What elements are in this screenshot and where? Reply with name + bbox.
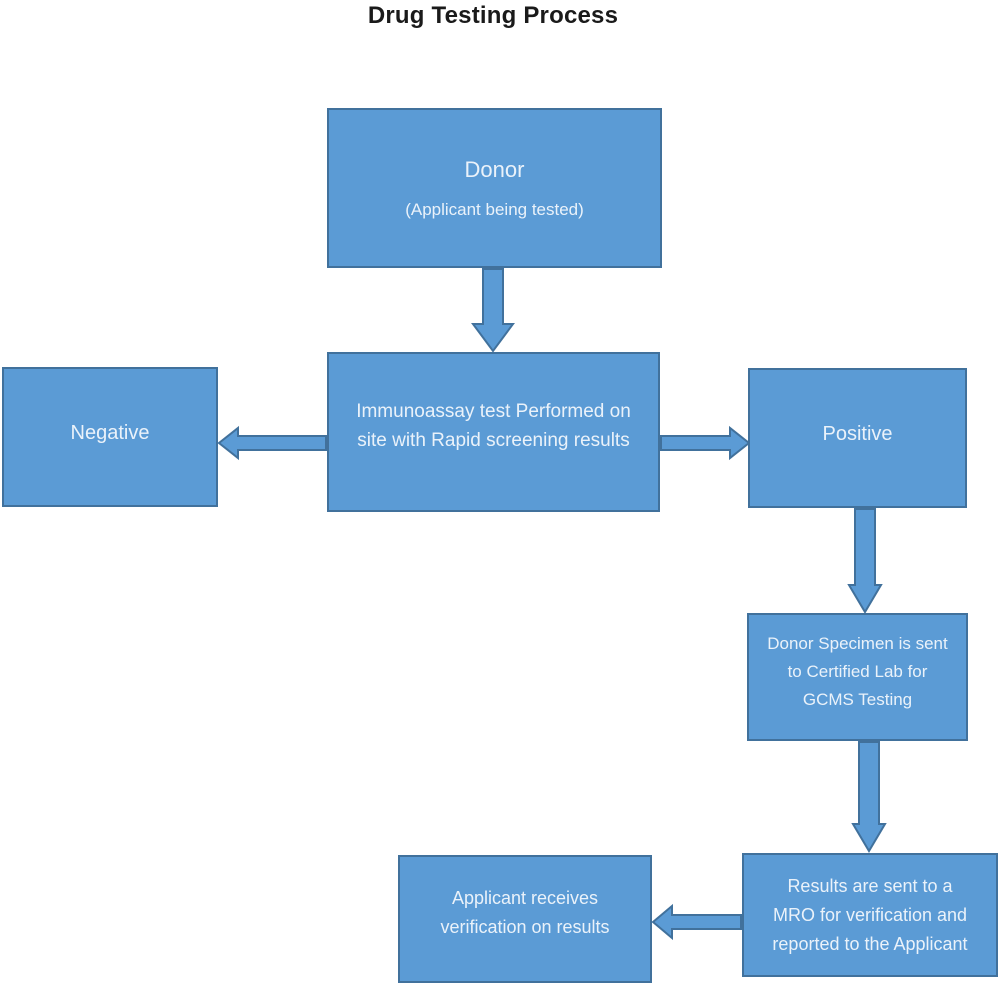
donor-subtitle: (Applicant being tested) — [405, 199, 584, 219]
donor-title: Donor — [464, 156, 525, 182]
node-donor: Donor (Applicant being tested) — [327, 108, 662, 268]
node-immunoassay-test: Immunoassay test Performed on site with … — [327, 352, 660, 512]
node-donor-specimen: Donor Specimen is sent to Certified Lab … — [747, 613, 968, 741]
arrow-specimen-to-results-icon — [851, 741, 887, 853]
node-negative: Negative — [2, 367, 218, 507]
immunoassay-label: Immunoassay test Performed on site with … — [356, 401, 631, 451]
diagram-title: Drug Testing Process — [367, 2, 619, 29]
arrow-positive-to-specimen-icon — [847, 508, 883, 614]
positive-label: Positive — [822, 422, 893, 445]
arrow-immunoassay-to-positive-icon — [660, 425, 751, 461]
arrow-results-to-applicant-icon — [651, 903, 742, 941]
results-label: Results are sent to a MRO for verificati… — [772, 875, 968, 954]
node-positive: Positive — [748, 368, 967, 508]
applicant-label: Applicant receives verification on resul… — [440, 888, 610, 937]
negative-label: Negative — [70, 421, 150, 444]
node-results-mro: Results are sent to a MRO for verificati… — [742, 853, 998, 977]
node-applicant-verification: Applicant receives verification on resul… — [398, 855, 652, 983]
arrow-immunoassay-to-negative-icon — [217, 425, 327, 461]
specimen-label: Donor Specimen is sent to Certified Lab … — [767, 634, 948, 709]
arrow-donor-to-immunoassay-icon — [471, 268, 515, 353]
